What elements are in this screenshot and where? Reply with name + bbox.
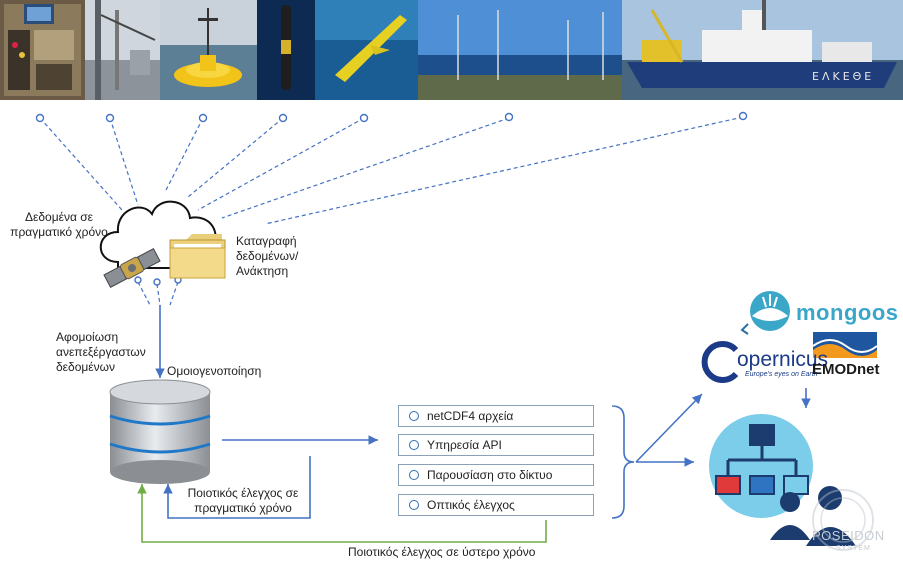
copernicus-logo: opernicus [737,348,829,371]
emodnet-logo-icon [812,332,878,358]
satellite-icon [103,247,161,289]
qc-delayed-label: Ποιοτικός έλεγχος σε ύστερο χρόνο [348,545,536,559]
output-visual-check[interactable]: Οπτικός έλεγχος [398,494,594,516]
output-api-service[interactable]: Υπηρεσία API [398,434,594,456]
harmonize-label: Ομοιογενοποίηση [167,364,262,378]
bullet-icon [409,440,419,450]
mongoos-logo: mongoos [796,300,899,325]
output-label: Παρουσίαση στο δίκτυο [427,468,553,482]
photo-buoy [160,0,257,100]
output-label: netCDF4 αρχεία [427,409,514,423]
link-down-2 [156,283,161,306]
photo-research-vessel: ΕΛΚΕΘΕ [622,0,903,100]
mongoos-emblem-icon [740,291,790,335]
link-2 [109,117,139,206]
vessel-hull-text: ΕΛΚΕΘΕ [812,70,874,83]
ingest-label: Αφομοίωση ανεπεξέργαστων δεδομένων [56,330,146,374]
outputs-brace [611,405,635,519]
link-down-1 [137,281,151,306]
copernicus-logo-icon [701,341,739,383]
qc-delayed-loop [137,484,547,543]
photo-radar-antennas [418,0,622,100]
emodnet-logo: EMODnet [812,361,880,378]
poseidon-logo: POSEIDON [812,528,885,543]
database-icon [109,379,211,484]
photo-glider [315,0,418,100]
photo-instrument-rack [0,0,85,100]
copernicus-tagline: Europe's eyes on Earth [745,371,818,378]
output-netcdf4[interactable]: netCDF4 αρχεία [398,405,594,427]
link-6 [221,117,510,219]
poseidon-emblem-icon [812,489,874,551]
qc-realtime-label: Ποιοτικός έλεγχος σε πραγματικό χρόνο [187,486,299,515]
output-label: Οπτικός έλεγχος [427,498,515,512]
bullet-icon [409,411,419,421]
output-label: Υπηρεσία API [427,438,502,452]
link-7 [264,116,744,225]
bullet-icon [409,500,419,510]
photo-pier-station [85,0,160,100]
bullet-icon [409,470,419,480]
photo-profiler [257,0,315,100]
link-5 [197,117,365,211]
users-network-icon [709,414,856,546]
logging-label: Καταγραφή δεδομένων/ Ανάκτηση [236,234,299,278]
to-partners-arrow [635,393,703,463]
poseidon-sub-logo: SYSTEM [836,545,871,552]
qc-realtime-loop [163,456,311,519]
folder-icon [169,234,226,279]
realtime-data-label: Δεδομένα σε πραγματικό χρόνο [10,210,108,239]
output-web-presentation[interactable]: Παρουσίαση στο δίκτυο [398,464,594,486]
